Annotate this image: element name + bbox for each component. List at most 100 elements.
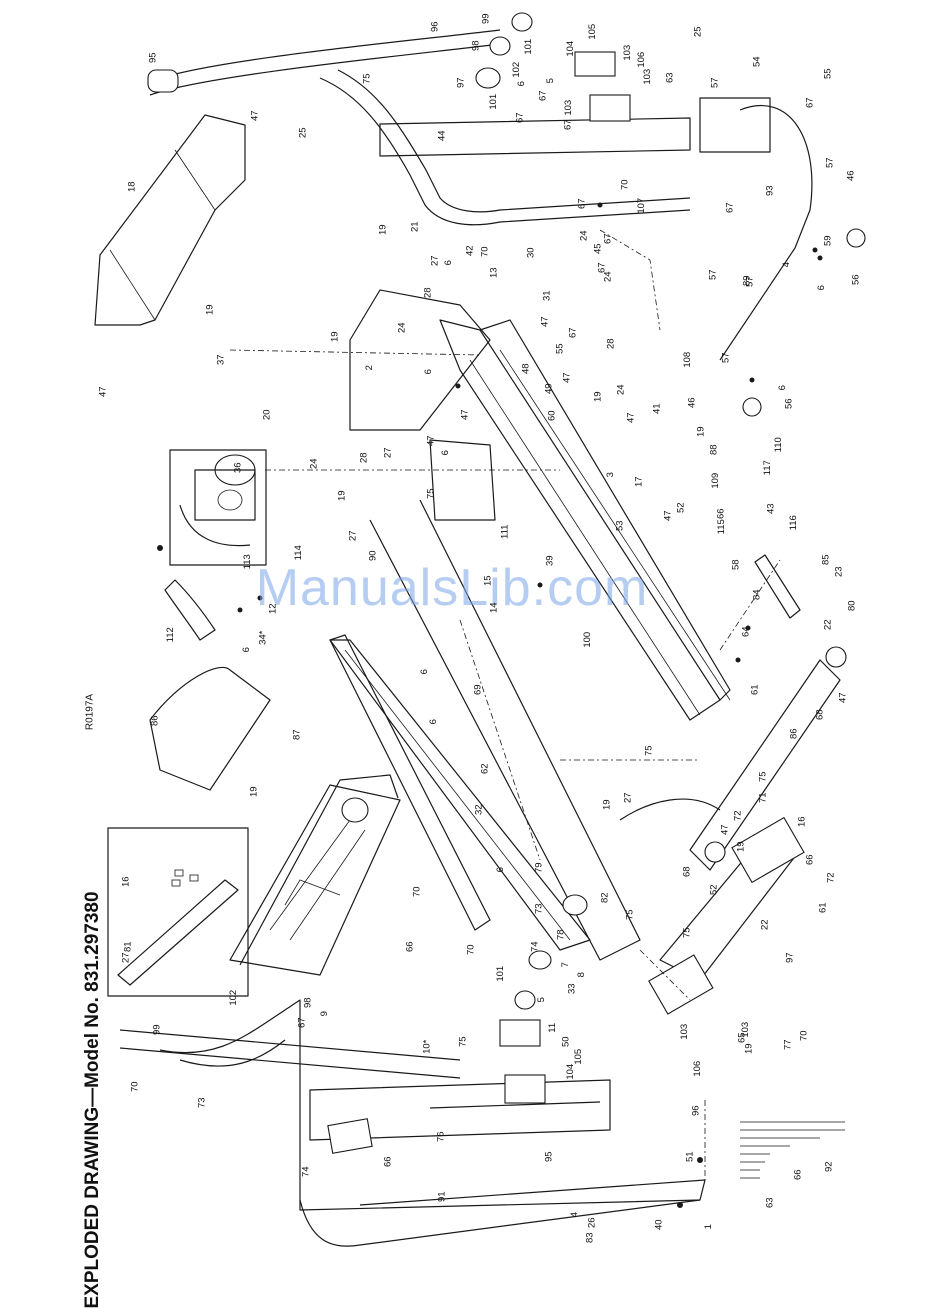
page-title: EXPLODED DRAWING—Model No. 831.297380 — [82, 891, 103, 1309]
part-label: 6 — [442, 260, 454, 266]
part-label: 52 — [675, 502, 687, 514]
part-label: 85 — [820, 554, 832, 566]
part-label: 73 — [196, 1097, 208, 1109]
part-label: 78 — [555, 929, 567, 941]
part-label: 105 — [587, 23, 599, 40]
part-label: 1 — [702, 1224, 714, 1230]
part-label: 39 — [544, 555, 556, 567]
roller-assembly-bottom — [499, 894, 588, 1104]
part-label: 57 — [707, 269, 719, 281]
part-label: 11 — [547, 1022, 559, 1033]
part-label: 117 — [761, 460, 773, 476]
part-label: 37 — [215, 354, 227, 366]
part-label: 67 — [602, 233, 614, 245]
left-upright-assembly — [119, 999, 706, 1247]
part-label: 106 — [636, 51, 648, 68]
motor-hood — [94, 114, 246, 326]
part-label: 47 — [249, 110, 261, 122]
part-label: 6 — [422, 369, 434, 375]
console-assembly — [229, 774, 401, 976]
part-label: 36 — [232, 462, 244, 474]
part-label: 5 — [535, 997, 547, 1003]
part-label: 53 — [614, 520, 626, 532]
part-label: 75 — [457, 1036, 469, 1048]
part-label: 21 — [409, 221, 421, 233]
part-label: 16 — [120, 876, 132, 888]
part-label: 47 — [625, 412, 637, 424]
part-label: 6 — [815, 285, 827, 291]
part-label: 57 — [824, 157, 836, 169]
part-label: 6 — [515, 81, 527, 87]
part-label: 83 — [584, 1232, 596, 1244]
part-label: 5 — [544, 78, 556, 84]
part-label: 8 — [575, 972, 587, 978]
fasteners — [157, 202, 823, 1208]
part-label: 6 — [418, 669, 430, 675]
part-label: 67 — [537, 90, 549, 102]
part-label: 116 — [787, 515, 799, 531]
part-label: 47 — [662, 510, 674, 522]
part-label: 52 — [708, 884, 720, 896]
part-label: 19 — [592, 391, 604, 403]
side-panel — [149, 666, 271, 791]
part-label: 12 — [267, 603, 279, 615]
part-label: 47 — [459, 409, 471, 421]
part-label: 70 — [619, 179, 631, 191]
part-label: 19 — [329, 331, 341, 343]
part-label: 28 — [422, 287, 434, 299]
exploded-drawing-sheet: EXPLODED DRAWING—Model No. 831.297380 R0… — [82, 12, 866, 1309]
wheel-56-upper — [846, 228, 866, 248]
part-label: 67 — [296, 1017, 308, 1029]
part-label: 63 — [764, 1197, 776, 1209]
part-label: 47 — [97, 386, 109, 398]
part-label: 101 — [488, 93, 500, 110]
part-label: 16 — [796, 816, 808, 828]
part-label: 75 — [643, 745, 655, 757]
part-label: 66 — [804, 854, 816, 866]
part-label: 86 — [149, 715, 161, 727]
part-label: 47 — [425, 435, 437, 447]
part-label: 108 — [682, 351, 694, 368]
part-label: 80 — [846, 600, 858, 612]
part-label: 27 — [382, 447, 394, 459]
part-label: 68 — [814, 709, 826, 721]
incline-motor — [754, 554, 801, 619]
part-label: 99 — [151, 1024, 163, 1036]
part-label: 58 — [730, 559, 742, 571]
part-label: 112 — [164, 627, 176, 643]
part-label: 20 — [261, 409, 273, 421]
part-label: 75 — [757, 771, 769, 783]
part-label: 17 — [633, 476, 645, 488]
part-label: 73 — [533, 903, 545, 915]
console-overlay-inset — [107, 827, 249, 997]
part-label: 23 — [833, 566, 845, 578]
part-label: 92 — [823, 1161, 835, 1173]
part-label: 55 — [822, 68, 834, 80]
part-label: 18 — [126, 181, 138, 193]
part-label: 105 — [573, 1048, 585, 1065]
part-label: 60 — [546, 410, 558, 422]
part-label: 66 — [715, 508, 727, 520]
part-label: 71 — [757, 792, 769, 804]
part-label: 48 — [520, 363, 532, 375]
part-label: 67 — [576, 198, 588, 210]
part-label: 75 — [361, 73, 373, 85]
part-label: 76 — [435, 1131, 447, 1143]
part-label: 19 — [695, 426, 707, 438]
part-label: 41 — [651, 403, 663, 415]
part-label: 45 — [592, 243, 604, 255]
part-label: 95 — [147, 52, 159, 64]
part-label: 47 — [837, 692, 849, 704]
part-label: 10* — [421, 1039, 433, 1054]
part-label: 24 — [615, 384, 627, 396]
part-label: 19 — [336, 490, 348, 502]
side-rail — [329, 634, 491, 931]
part-label: 113 — [241, 554, 253, 570]
part-label: 13 — [488, 267, 500, 279]
part-label: 61 — [817, 902, 829, 914]
watermark: ManualsLib.com — [255, 559, 649, 617]
part-label: 97 — [784, 952, 796, 964]
part-label: 66 — [792, 1169, 804, 1181]
part-label: 2 — [363, 365, 375, 371]
part-label: 68 — [681, 866, 693, 878]
